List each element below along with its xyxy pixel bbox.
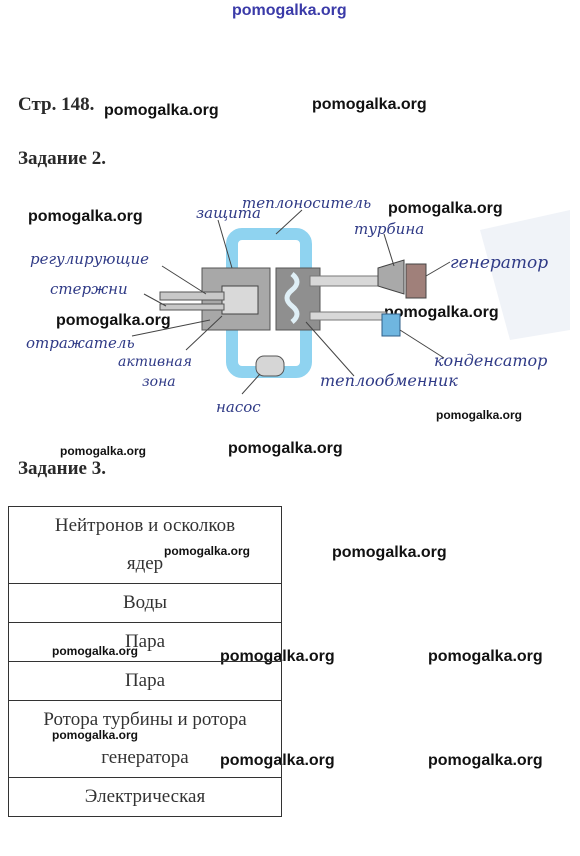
return-pipe <box>309 311 387 321</box>
generator <box>405 263 427 299</box>
watermark: pomogalka.org <box>28 208 143 225</box>
pump <box>255 355 285 377</box>
label-generator: генератор <box>450 253 548 273</box>
watermark: pomogalka.org <box>228 440 343 457</box>
background-glare <box>480 210 570 340</box>
table-cell: Воды <box>8 583 282 623</box>
heat-exchanger-coil <box>284 272 300 324</box>
label-pump: насос <box>216 398 261 416</box>
reactor-core <box>221 285 259 315</box>
table-cell: Пара <box>8 661 282 701</box>
npp-diagram: защита теплоноситель турбина генератор р… <box>26 194 570 416</box>
watermark: pomogalka.org <box>388 200 503 217</box>
answer-table: Нейтронов и осколков ядер Воды Пара Пара… <box>8 506 282 817</box>
label-reflector: отражатель <box>26 334 135 352</box>
table-cell: Электрическая <box>8 777 282 817</box>
table-row: Пара <box>8 661 282 701</box>
label-heat-exchanger: теплообменник <box>320 371 458 390</box>
table-cell: Ротора турбины и ротора генератора <box>8 700 282 778</box>
watermark: pomogalka.org <box>104 102 219 119</box>
table-row: Воды <box>8 583 282 623</box>
cell-line: ядер <box>126 553 164 574</box>
label-control-rods-2: стержни <box>50 280 128 298</box>
cell-line: Ротора турбины и ротора <box>43 709 247 730</box>
label-turbine: турбина <box>354 220 424 238</box>
watermark: pomogalka.org <box>436 408 523 422</box>
control-rods-2 <box>159 303 225 311</box>
table-cell: Нейтронов и осколков ядер <box>8 506 282 584</box>
watermark: pomogalka.org <box>428 752 543 769</box>
leader-lines <box>131 209 451 395</box>
cell-line: Нейтронов и осколков <box>54 515 236 536</box>
watermark: pomogalka.org <box>332 544 447 561</box>
watermark-top[interactable]: pomogalka.org <box>232 2 347 19</box>
table-row: Нейтронов и осколков ядер <box>8 506 282 584</box>
condenser <box>381 313 401 337</box>
table-row: Пара <box>8 622 282 662</box>
table-row: Ротора турбины и ротора генератора <box>8 700 282 778</box>
label-condenser: конденсатор <box>434 351 547 370</box>
table-row: Электрическая <box>8 777 282 817</box>
watermark: pomogalka.org <box>384 304 499 321</box>
label-protection: защита <box>196 204 261 222</box>
control-rods <box>159 291 225 301</box>
watermark: pomogalka.org <box>312 96 427 113</box>
cell-line: генератора <box>101 747 189 768</box>
watermark: pomogalka.org <box>428 648 543 665</box>
label-control-rods-1: регулирующие <box>30 250 149 268</box>
task-2-heading: Задание 2. <box>18 148 106 169</box>
watermark: pomogalka.org <box>60 444 147 458</box>
label-active-zone-1: активная <box>118 354 192 370</box>
label-coolant: теплоноситель <box>242 194 371 212</box>
task-3-heading: Задание 3. <box>18 458 106 479</box>
label-active-zone-2: зона <box>142 374 176 390</box>
watermark: pomogalka.org <box>56 312 171 329</box>
page-title: Стр. 148. <box>18 94 95 115</box>
table-cell: Пара <box>8 622 282 662</box>
turbine <box>377 259 405 295</box>
